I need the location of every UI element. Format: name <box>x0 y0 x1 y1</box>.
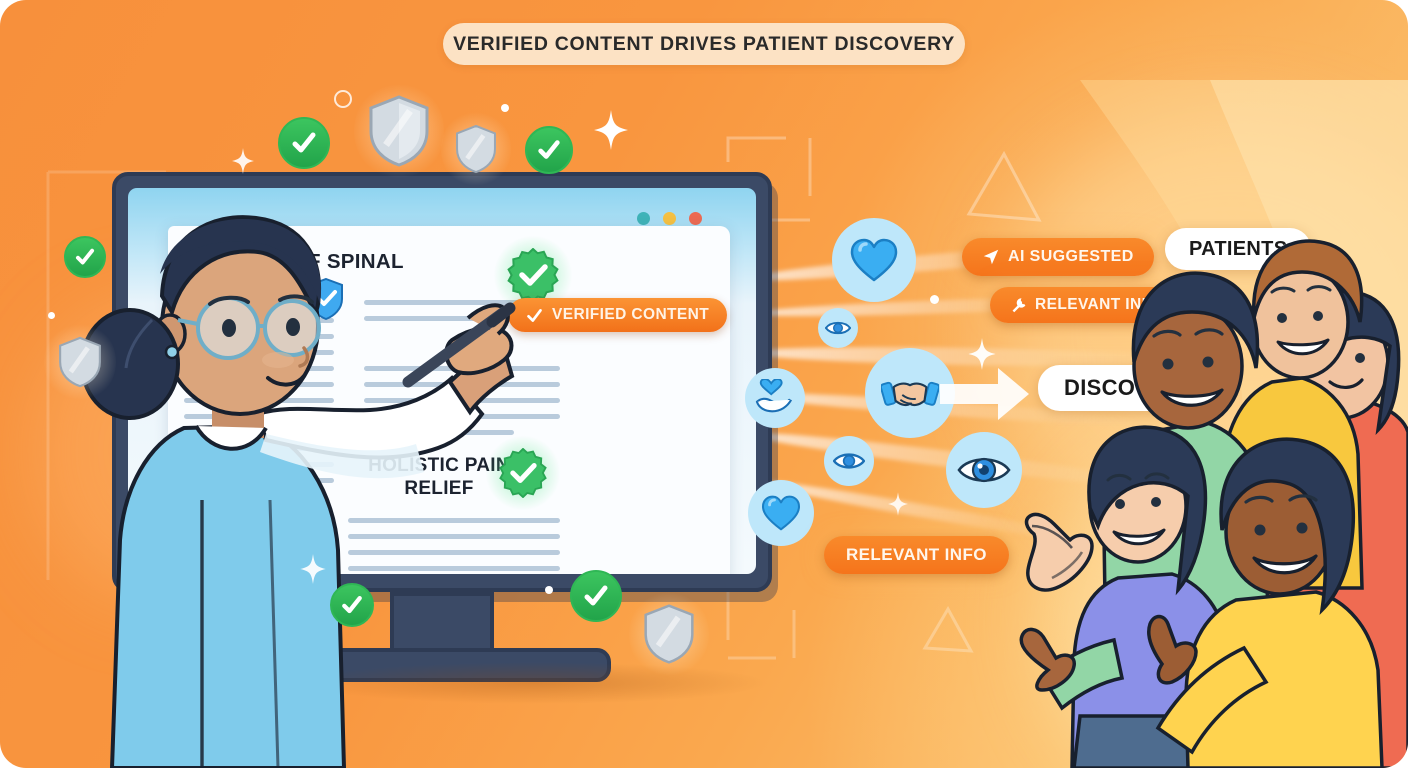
check-icon <box>75 248 95 265</box>
send-paper-plane-icon <box>983 249 999 265</box>
text-line <box>364 382 560 387</box>
text-line <box>364 366 560 371</box>
text-line <box>364 430 514 435</box>
heart-in-hand-icon <box>755 379 793 413</box>
shield-badge <box>441 110 511 188</box>
badge-relevant-info-label: RELEVANT INFO <box>1035 296 1164 313</box>
eye-icon <box>825 321 851 335</box>
badge-ai-suggested[interactable]: AI SUGGESTED <box>962 238 1154 276</box>
shield-badge <box>629 590 709 678</box>
decor-ring <box>334 90 352 108</box>
blue-star-icon <box>292 555 330 574</box>
text-line <box>268 518 328 523</box>
monitor-screen: BENEFITS OF SPINAL ALIGNMENT <box>128 188 756 574</box>
badge-relevant-info-secondary[interactable]: RELEVANT INFO <box>824 536 1009 574</box>
green-check-badge <box>53 225 117 289</box>
text-line <box>364 300 560 305</box>
decor-dot <box>48 312 55 319</box>
green-check-badge <box>267 106 341 180</box>
text-line <box>184 494 302 499</box>
text-line <box>184 510 302 515</box>
text-line <box>348 518 560 523</box>
decor-dot <box>930 295 939 304</box>
text-line <box>184 318 334 323</box>
shield-badge <box>354 81 444 181</box>
text-line <box>268 550 328 555</box>
decor-triangle <box>966 150 1042 222</box>
badge-relevant-info[interactable]: RELEVANT INFO <box>990 287 1184 323</box>
bubble-eye-large <box>934 420 1034 520</box>
verified-content-label: VERIFIED CONTENT <box>552 306 710 323</box>
green-check-badge <box>559 559 633 633</box>
right-arrow-icon <box>940 368 1029 420</box>
window-dot-yellow <box>663 212 676 225</box>
heart-icon <box>850 238 898 282</box>
window-dots <box>637 212 702 225</box>
text-line <box>184 414 334 419</box>
text-line <box>348 550 560 555</box>
text-line <box>268 534 328 539</box>
handshake-icon <box>881 381 939 407</box>
eye-icon <box>957 457 1011 483</box>
check-icon <box>342 596 362 614</box>
text-line <box>184 334 334 339</box>
text-line <box>184 398 334 403</box>
window-dot-red <box>689 212 702 225</box>
text-line <box>184 302 334 307</box>
text-line <box>364 414 560 419</box>
text-line <box>184 430 334 435</box>
decor-bracket-square-small <box>726 592 796 660</box>
badge-patients-label: PATIENTS <box>1189 237 1288 260</box>
article-page: BENEFITS OF SPINAL ALIGNMENT <box>168 226 730 574</box>
text-line <box>184 350 334 355</box>
monitor-shadow <box>300 662 770 704</box>
patients-group <box>1019 239 1408 768</box>
sparkle-icon <box>232 148 254 174</box>
text-line <box>184 462 334 467</box>
bubble-eye <box>806 296 870 360</box>
check-icon <box>584 585 608 606</box>
text-line <box>184 382 334 387</box>
window-dot-teal <box>637 212 650 225</box>
text-line <box>348 534 560 539</box>
text-line <box>348 566 560 571</box>
bubble-heart <box>736 468 826 558</box>
decor-dot <box>545 586 553 594</box>
badge-patients[interactable]: PATIENTS <box>1165 228 1312 270</box>
wrench-icon <box>1012 297 1026 312</box>
check-icon <box>527 308 542 322</box>
green-check-badge <box>319 572 385 638</box>
green-check-badge <box>514 115 584 185</box>
text-line <box>184 446 334 451</box>
text-line <box>184 366 334 371</box>
bubble-eye <box>812 424 886 498</box>
monitor: BENEFITS OF SPINAL ALIGNMENT <box>112 172 772 592</box>
badge-discovery[interactable]: DISCOVERY <box>1038 365 1222 411</box>
heart-icon <box>761 495 801 531</box>
sparkle-icon <box>594 110 628 150</box>
verified-rosette-badge <box>484 434 562 512</box>
page-title: VERIFIED CONTENT DRIVES PATIENT DISCOVER… <box>443 23 965 65</box>
check-icon <box>292 132 316 153</box>
verified-content-pill[interactable]: VERIFIED CONTENT <box>508 298 728 332</box>
decor-triangle-small <box>922 606 974 653</box>
badge-ai-suggested-label: AI SUGGESTED <box>1008 248 1134 265</box>
page-title-text: VERIFIED CONTENT DRIVES PATIENT DISCOVER… <box>453 32 955 55</box>
eye-icon <box>833 453 865 469</box>
article-title: BENEFITS OF SPINAL ALIGNMENT <box>182 250 404 297</box>
text-line <box>364 398 560 403</box>
verified-rosette-badge <box>492 234 574 316</box>
decor-dot <box>501 104 509 112</box>
check-icon <box>538 140 560 159</box>
bubble-heart-in-hand <box>733 356 817 440</box>
text-line <box>184 478 334 483</box>
badge-discovery-label: DISCOVERY <box>1064 375 1196 400</box>
pointing-hand-icon <box>1024 512 1094 592</box>
badge-relevant-info-secondary-label: RELEVANT INFO <box>846 545 987 564</box>
bubble-heart <box>820 206 928 314</box>
shield-badge <box>44 322 116 402</box>
